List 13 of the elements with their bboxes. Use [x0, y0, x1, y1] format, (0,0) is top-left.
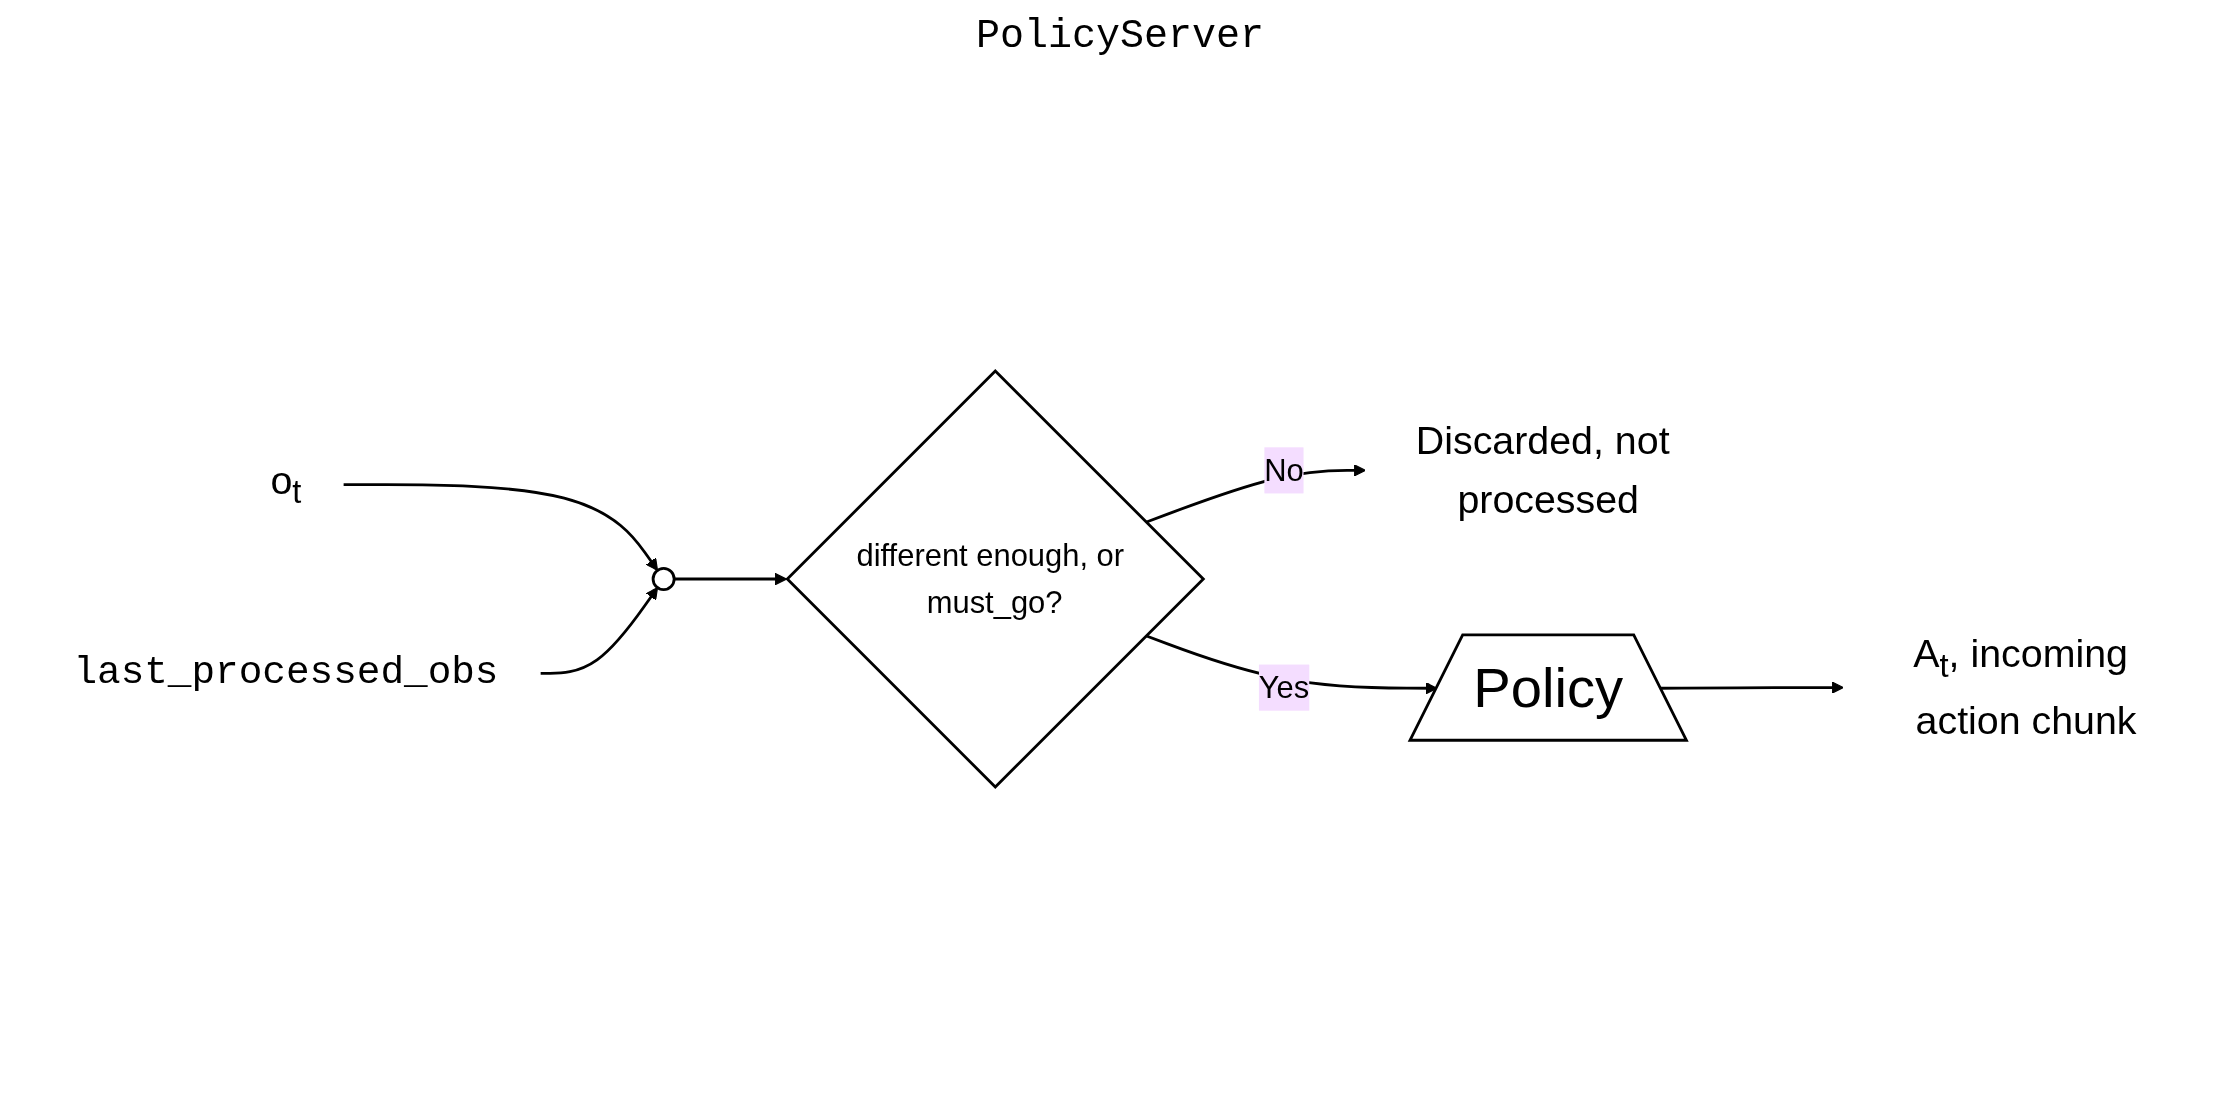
edge-label: No [1264, 452, 1304, 488]
node-text: A$_{t}$, incoming action chunk [1913, 632, 2137, 742]
node-text: o$_{t}$ [270, 458, 302, 511]
node-diamond: different enough, or must_go? [785, 369, 1206, 789]
node-text: last_processed_obs [73, 650, 499, 695]
arrow [674, 572, 788, 586]
arrow [540, 587, 659, 675]
node-circle [651, 567, 676, 591]
diagram-title: PolicyServer [974, 14, 1265, 59]
arrow [343, 483, 659, 571]
arrow [1660, 681, 1844, 694]
node-text: Discarded, not processed [1415, 418, 1670, 522]
edge-label: Yes [1258, 670, 1310, 706]
